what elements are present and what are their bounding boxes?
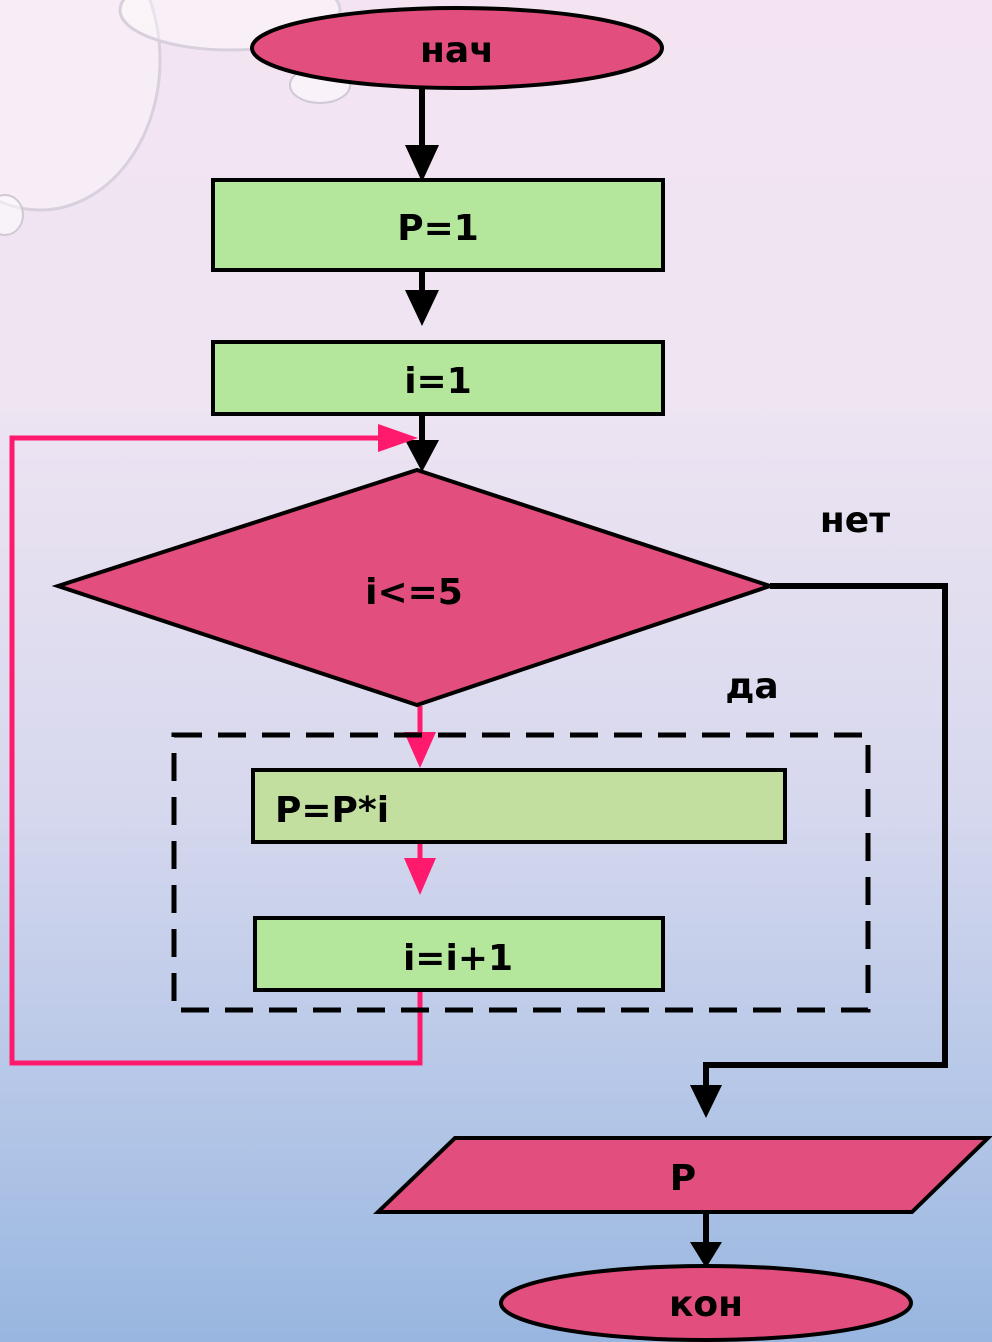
end-terminal: кон	[499, 1264, 913, 1342]
loop-connectors	[9, 435, 423, 1066]
process-increment: i=i+1	[253, 916, 665, 992]
loop-arrowheads	[378, 424, 436, 895]
yes-branch-label: да	[725, 666, 778, 707]
output-label: P	[670, 1158, 696, 1199]
process-init-i: i=1	[211, 340, 665, 416]
multiply-label: P=P*i	[275, 790, 389, 831]
start-terminal: нач	[250, 6, 664, 90]
process-init-p: P=1	[211, 178, 665, 272]
end-label: кон	[669, 1284, 743, 1325]
init-i-label: i=1	[404, 361, 472, 402]
start-label: нач	[420, 30, 494, 71]
no-branch-label: нет	[820, 500, 890, 541]
process-multiply: P=P*i	[251, 768, 787, 844]
increment-label: i=i+1	[403, 938, 513, 979]
condition-label: i<=5	[365, 572, 463, 613]
decision: i<=5	[51, 467, 777, 708]
init-p-label: P=1	[397, 208, 479, 249]
output-block: P	[373, 1136, 992, 1214]
arrowheads	[405, 145, 722, 1268]
